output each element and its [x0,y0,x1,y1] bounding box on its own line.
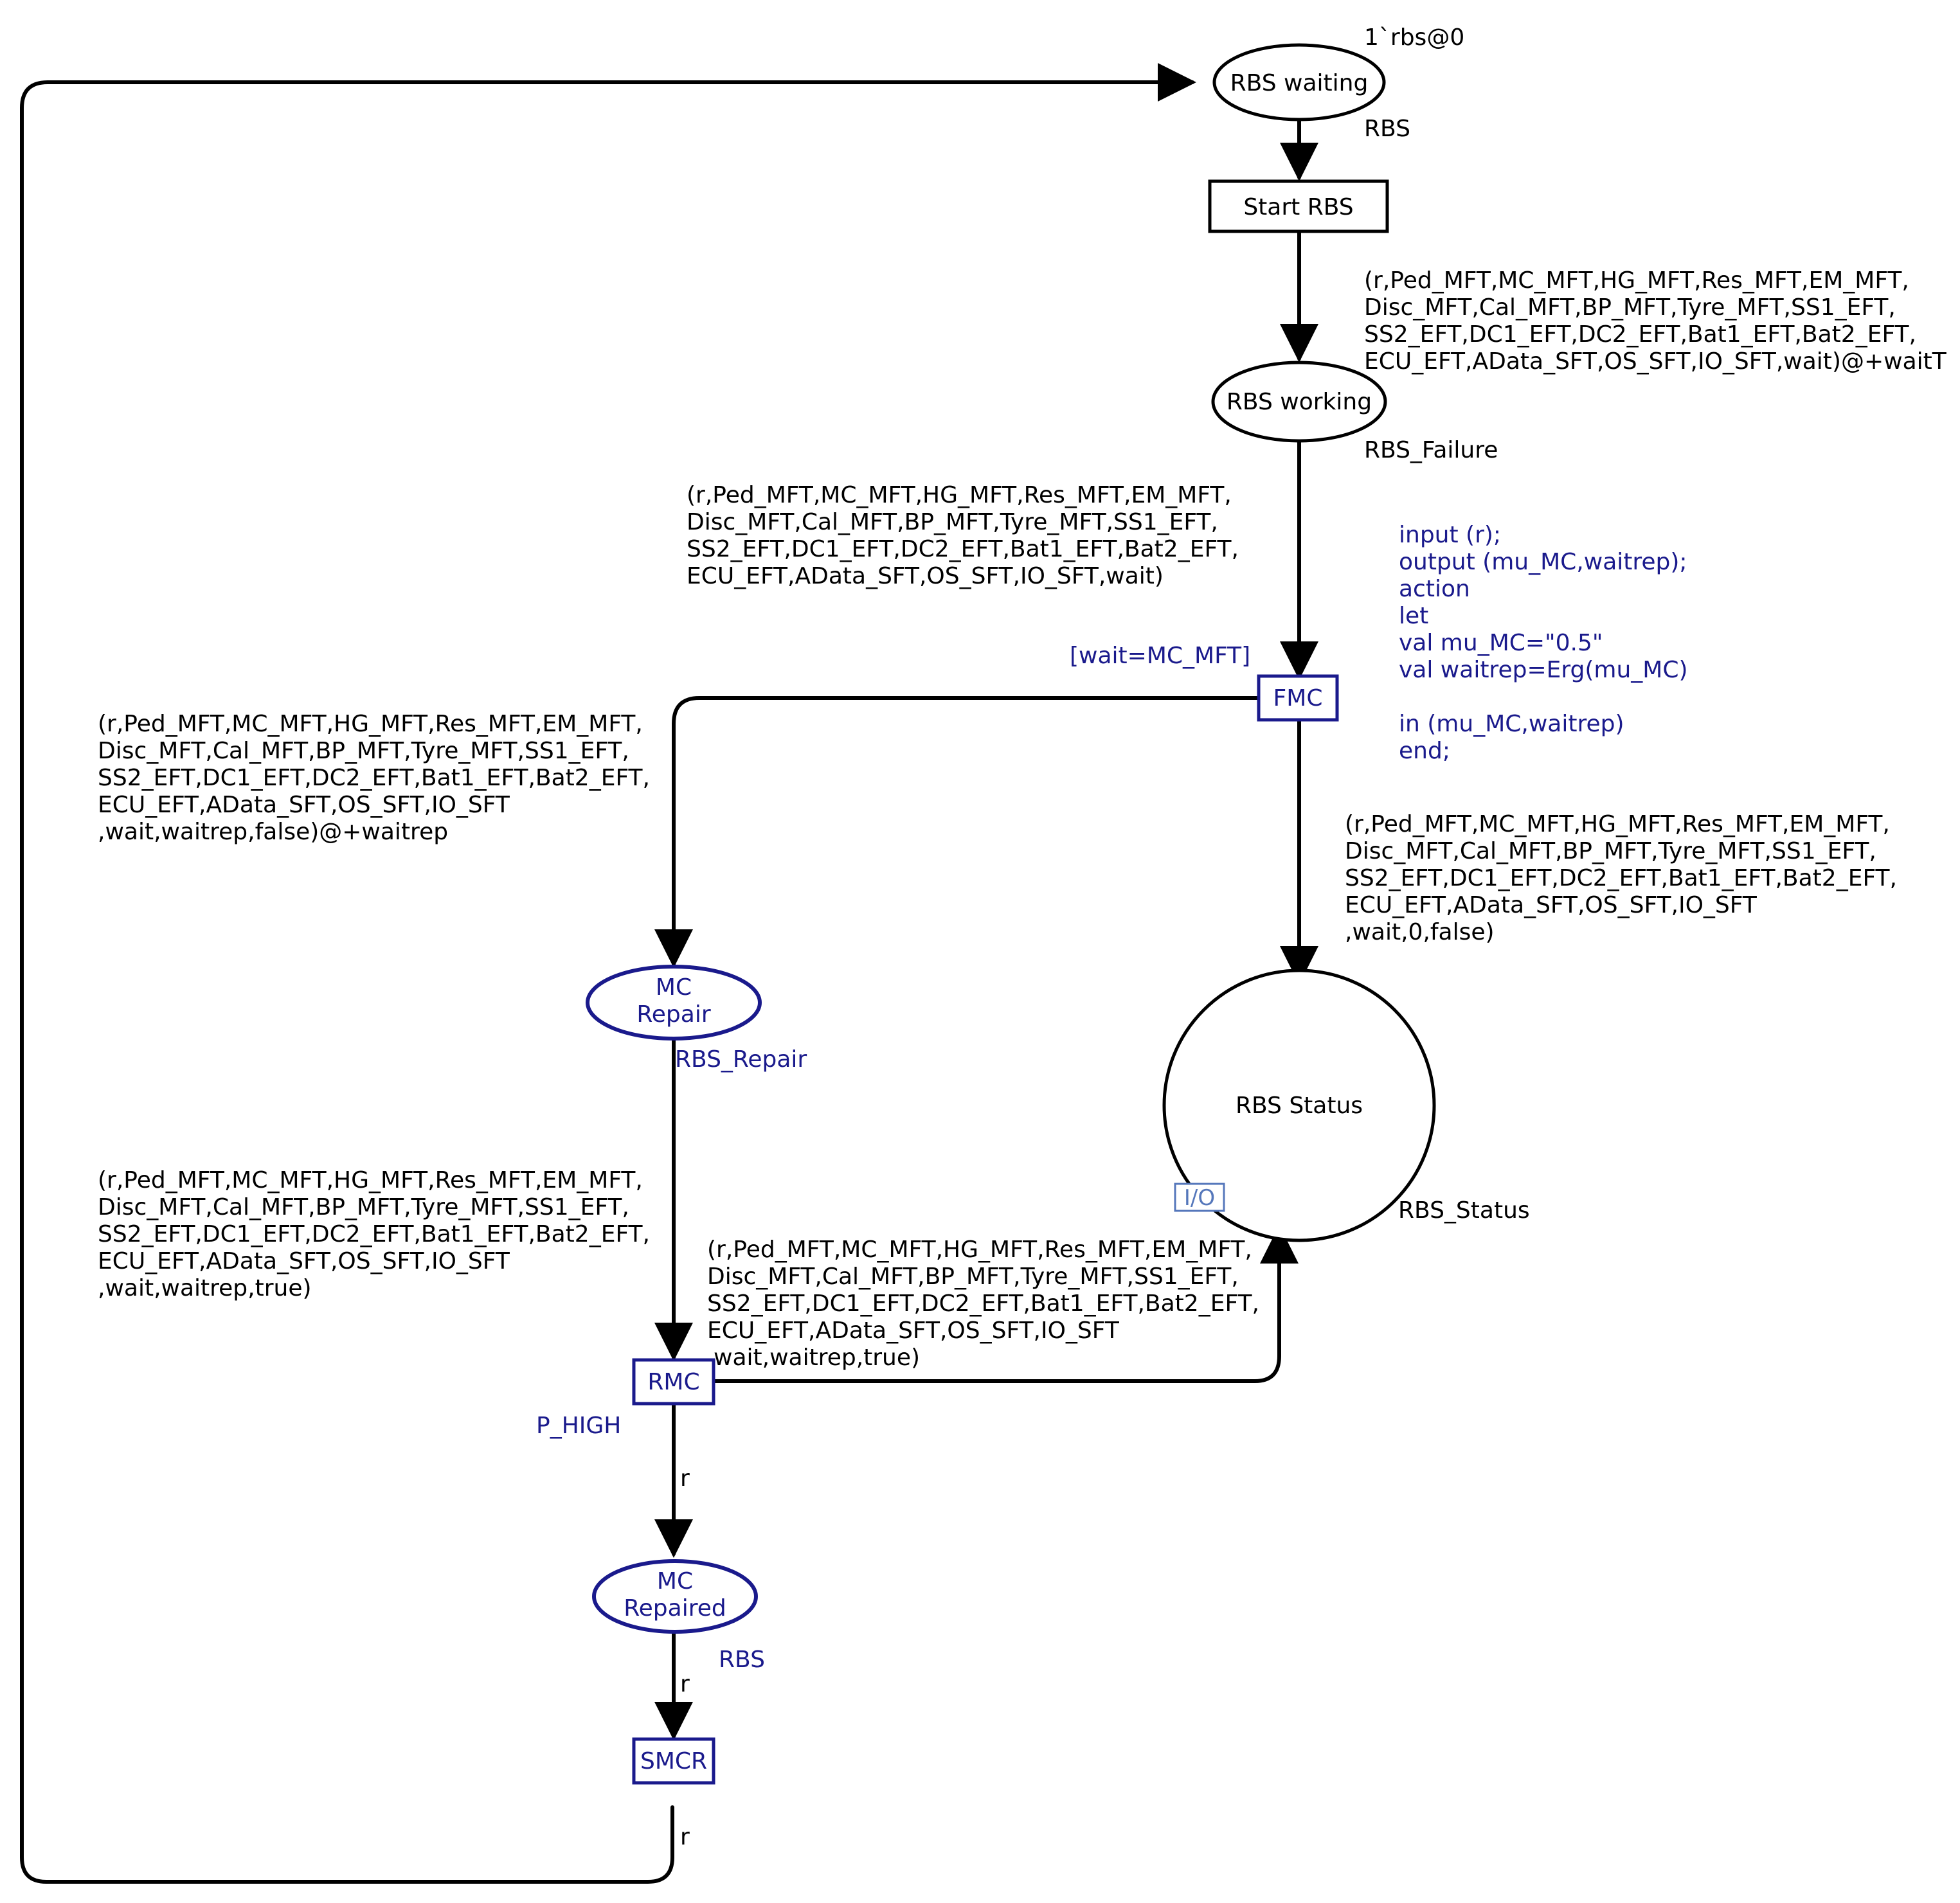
place-rbs-waiting-colset: RBS [1364,116,1410,142]
inscription-line: (r,Ped_MFT,MC_MFT,HG_MFT,Res_MFT,EM_MFT, [1345,811,1890,837]
inscription-repair-to-rmc: (r,Ped_MFT,MC_MFT,HG_MFT,Res_MFT,EM_MFT,… [98,1167,650,1301]
code-line: in (mu_MC,waitrep) [1399,711,1624,737]
inscription-line: (r,Ped_MFT,MC_MFT,HG_MFT,Res_MFT,EM_MFT, [707,1237,1252,1263]
place-mc-repaired[interactable]: MC Repaired [592,1559,758,1634]
inscription-waiting-to-start: r [1305,140,1315,166]
transition-fmc[interactable]: FMC [1257,674,1339,722]
inscription-line: ,wait,waitrep,true) [98,1275,312,1301]
code-line: input (r); [1399,522,1501,548]
place-rbs-waiting[interactable]: RBS waiting [1212,43,1386,121]
inscription-line: ECU_EFT,AData_SFT,OS_SFT,IO_SFT,wait) [687,563,1164,589]
arc-smcr-to-rbs-waiting [20,63,1196,1884]
inscription-line: (r,Ped_MFT,MC_MFT,HG_MFT,Res_MFT,EM_MFT, [1364,267,1909,294]
place-mc-repair[interactable]: MC Repair [586,965,762,1041]
inscription-line: Disc_MFT,Cal_MFT,BP_MFT,Tyre_MFT,SS1_EFT… [707,1264,1239,1290]
inscription-line: (r,Ped_MFT,MC_MFT,HG_MFT,Res_MFT,EM_MFT, [98,1167,643,1193]
place-mc-repaired-colset: RBS [719,1647,765,1673]
inscription-working-to-fmc: (r,Ped_MFT,MC_MFT,HG_MFT,Res_MFT,EM_MFT,… [687,482,1239,589]
transition-start-rbs[interactable]: Start RBS [1208,179,1389,233]
transition-rmc[interactable]: RMC [632,1358,715,1406]
inscription-line: ECU_EFT,AData_SFT,OS_SFT,IO_SFT [98,1248,510,1274]
transition-fmc-guard: [wait=MC_MFT] [1070,643,1250,669]
inscription-line: Disc_MFT,Cal_MFT,BP_MFT,Tyre_MFT,SS1_EFT… [1345,838,1876,864]
code-line: val waitrep=Erg(mu_MC) [1399,657,1688,683]
inscription-line: SS2_EFT,DC1_EFT,DC2_EFT,Bat1_EFT,Bat2_EF… [707,1291,1259,1317]
port-tag-io: I/O [1174,1183,1225,1212]
inscription-rmc-to-status: (r,Ped_MFT,MC_MFT,HG_MFT,Res_MFT,EM_MFT,… [707,1237,1259,1371]
place-rbs-working[interactable]: RBS working [1211,361,1387,443]
arc-rmc-to-rbs-status [712,1225,1299,1383]
inscription-line: (r,Ped_MFT,MC_MFT,HG_MFT,Res_MFT,EM_MFT, [98,711,643,737]
transition-rmc-priority: P_HIGH [536,1413,621,1439]
inscription-fmc-to-repair: (r,Ped_MFT,MC_MFT,HG_MFT,Res_MFT,EM_MFT,… [98,711,650,845]
place-rbs-working-label: RBS working [1227,389,1372,415]
inscription-line: SS2_EFT,DC1_EFT,DC2_EFT,Bat1_EFT,Bat2_EF… [1345,865,1897,891]
code-line: action [1399,576,1470,602]
place-mc-repair-colset: RBS_Repair [675,1046,807,1073]
transition-smcr-label: SMCR [640,1748,707,1774]
transition-rmc-label: RMC [647,1369,699,1395]
place-rbs-status-colset: RBS_Status [1398,1197,1530,1224]
inscription-line: SS2_EFT,DC1_EFT,DC2_EFT,Bat1_EFT,Bat2_EF… [98,765,650,791]
code-segment-fmc: input (r); output (mu_MC,waitrep); actio… [1399,522,1688,764]
port-tag-io-label: I/O [1184,1185,1215,1211]
inscription-line: SS2_EFT,DC1_EFT,DC2_EFT,Bat1_EFT,Bat2_EF… [1364,321,1916,348]
inscription-line: (r,Ped_MFT,MC_MFT,HG_MFT,Res_MFT,EM_MFT, [687,482,1232,508]
inscription-smcr-to-waiting: r [680,1824,690,1850]
inscription-line: Disc_MFT,Cal_MFT,BP_MFT,Tyre_MFT,SS1_EFT… [98,738,629,764]
code-line: output (mu_MC,waitrep); [1399,549,1687,575]
place-rbs-working-colset: RBS_Failure [1364,437,1498,463]
transition-start-rbs-label: Start RBS [1243,194,1353,220]
place-mc-repair-label-line2: Repair [636,1001,710,1028]
place-mc-repaired-label-line2: Repaired [624,1595,726,1622]
inscription-line: ECU_EFT,AData_SFT,OS_SFT,IO_SFT [1345,892,1758,918]
inscription-line: SS2_EFT,DC1_EFT,DC2_EFT,Bat1_EFT,Bat2_EF… [98,1221,650,1247]
arc-fmc-to-mc-repair [654,696,1261,968]
inscription-start-to-working: (r,Ped_MFT,MC_MFT,HG_MFT,Res_MFT,EM_MFT,… [1364,267,1947,375]
code-line: end; [1399,738,1450,764]
inscription-line: ,wait,waitrep,false)@+waitrep [98,819,448,845]
inscription-line: Disc_MFT,Cal_MFT,BP_MFT,Tyre_MFT,SS1_EFT… [98,1194,629,1220]
inscription-line: ECU_EFT,AData_SFT,OS_SFT,IO_SFT [98,792,510,818]
inscription-line: ECU_EFT,AData_SFT,OS_SFT,IO_SFT [707,1318,1120,1344]
place-rbs-waiting-marking: 1`rbs@0 [1364,24,1464,51]
code-line: val mu_MC="0.5" [1399,630,1603,656]
code-line: let [1399,603,1428,629]
inscription-line: ECU_EFT,AData_SFT,OS_SFT,IO_SFT,wait)@+w… [1364,348,1947,375]
inscription-line: SS2_EFT,DC1_EFT,DC2_EFT,Bat1_EFT,Bat2_EF… [687,536,1239,562]
place-rbs-status-label: RBS Status [1236,1093,1363,1119]
place-rbs-waiting-label: RBS waiting [1230,70,1369,96]
place-mc-repair-label-line1: MC [656,974,692,1001]
inscription-rmc-to-repaired: r [680,1465,690,1492]
inscription-line: Disc_MFT,Cal_MFT,BP_MFT,Tyre_MFT,SS1_EFT… [1364,294,1896,321]
inscription-line: wait,waitrep,true) [714,1345,920,1371]
inscription-line: Disc_MFT,Cal_MFT,BP_MFT,Tyre_MFT,SS1_EFT… [687,509,1218,535]
transition-smcr[interactable]: SMCR [632,1737,715,1785]
transition-fmc-label: FMC [1273,685,1323,711]
inscription-fmc-to-status: (r,Ped_MFT,MC_MFT,HG_MFT,Res_MFT,EM_MFT,… [1345,811,1897,945]
place-rbs-status[interactable]: RBS Status [1162,969,1436,1242]
place-mc-repaired-label-line1: MC [657,1568,693,1595]
inscription-repaired-to-smcr: r [680,1671,690,1697]
inscription-line: ,wait,0,false) [1345,919,1495,945]
